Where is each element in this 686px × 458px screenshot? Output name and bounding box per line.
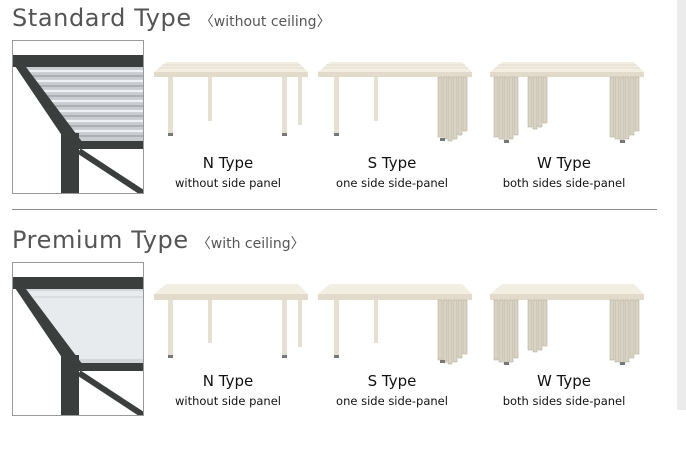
variant-description: without side panel: [174, 176, 281, 190]
variant-description: one side side-panel: [336, 394, 448, 408]
roof-detail-ceiling-icon: [13, 263, 143, 415]
carport-both-side-panels-icon: [490, 284, 644, 365]
section-title: Premium Type 〈with ceiling〉: [12, 226, 305, 254]
section-subtitle: 〈with ceiling〉: [196, 236, 305, 252]
variant-name: N Type: [202, 154, 254, 172]
section-divider: [12, 209, 657, 210]
variant-name: N Type: [202, 372, 254, 390]
s-type-variant: S Type one side side-panel: [312, 280, 472, 418]
s-type-variant: S Type one side side-panel: [312, 58, 472, 196]
standard-type-section: Standard Type 〈without ceiling〉: [0, 0, 660, 210]
section-title: Standard Type 〈without ceiling〉: [12, 4, 331, 32]
variant-description: one side side-panel: [336, 176, 448, 190]
variant-name: W Type: [536, 372, 592, 390]
roof-detail-image: [12, 262, 144, 416]
w-type-variant: W Type both sides side-panel: [484, 280, 644, 418]
carport-no-side-panel-icon: [154, 284, 308, 358]
carport-no-side-panel-icon: [154, 62, 308, 136]
section-title-text: Standard Type: [12, 4, 192, 32]
roof-detail-image: [12, 40, 144, 194]
section-title-text: Premium Type: [12, 226, 189, 254]
roof-detail-slatted-icon: [13, 41, 143, 193]
n-type-variant: N Type without side panel: [148, 280, 308, 418]
section-subtitle: 〈without ceiling〉: [199, 14, 331, 30]
variant-name: S Type: [367, 372, 417, 390]
variant-description: both sides side-panel: [502, 394, 626, 408]
carport-one-side-panel-icon: [318, 62, 472, 142]
variant-name: S Type: [367, 154, 417, 172]
carport-both-side-panels-icon: [490, 62, 644, 143]
premium-type-section: Premium Type〈with ceiling〉 N Type wi: [0, 222, 660, 422]
variant-description: both sides side-panel: [502, 176, 626, 190]
scrollbar[interactable]: [677, 0, 686, 410]
n-type-variant: N Type without side panel: [148, 58, 308, 196]
w-type-variant: W Type both sides side-panel: [484, 58, 644, 196]
variant-description: without side panel: [174, 394, 281, 408]
carport-one-side-panel-icon: [318, 284, 472, 365]
variant-name: W Type: [536, 154, 592, 172]
